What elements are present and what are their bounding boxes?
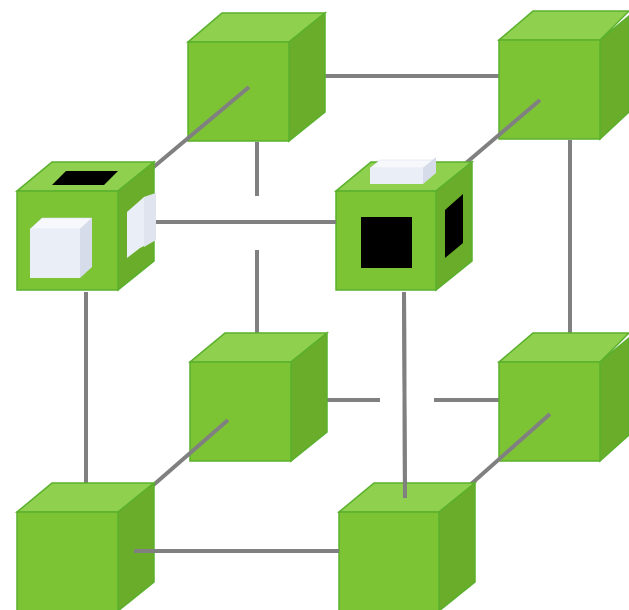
- black-marker-front: [361, 217, 412, 268]
- connector-diagonal-bottom-right: [468, 412, 552, 487]
- overlay-connectors: [134, 220, 407, 553]
- white-marker-top-side: [423, 157, 436, 184]
- white-marker-top-front: [370, 168, 423, 184]
- cube-back-top-left: [185, 11, 328, 143]
- cube-back-bottom-right: [496, 332, 629, 463]
- cube-front-top-left: [14, 160, 157, 292]
- connector-diagonal-top-left: [148, 85, 251, 172]
- cube-front-face: [189, 361, 292, 462]
- back-connectors: [255, 74, 572, 402]
- white-marker-front: [30, 229, 80, 278]
- white-marker-right-face-edge: [144, 193, 156, 247]
- cube-front-face: [16, 511, 119, 610]
- cube-back-bottom-left: [187, 331, 330, 463]
- cube-front-bottom-right: [336, 481, 478, 610]
- connector-diagonal-bottom-left: [148, 418, 230, 490]
- black-marker-right: [445, 194, 463, 258]
- black-marker-top: [52, 171, 118, 185]
- white-marker-side: [80, 218, 92, 278]
- white-marker-top-face: [369, 159, 434, 169]
- connector-front-right-vertical-overlay: [402, 291, 407, 499]
- front-connectors: [84, 85, 552, 553]
- cube-front-top-right: [333, 157, 475, 292]
- connector-diagonal-top-right: [464, 98, 542, 165]
- cube-front-face: [338, 511, 440, 610]
- cube-front-bottom-left: [14, 481, 157, 610]
